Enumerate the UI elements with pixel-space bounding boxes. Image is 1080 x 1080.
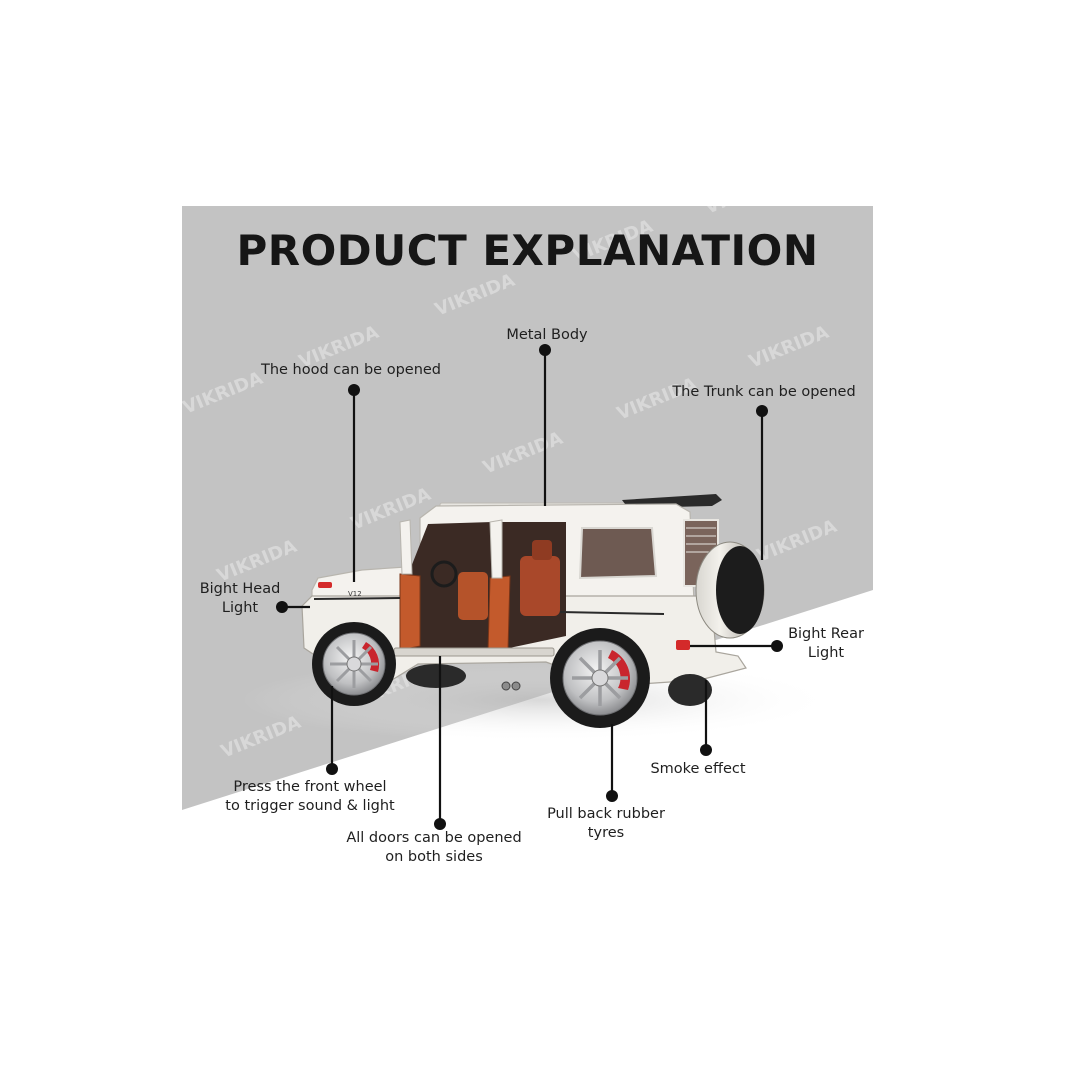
callout-hood: The hood can be opened (260, 362, 442, 378)
leader-trunk (756, 405, 768, 560)
model-badge: V12 (348, 590, 362, 598)
callout-rear-light: Bight Rear Light (788, 626, 864, 661)
far-front-wheel (406, 664, 466, 688)
head-light (318, 582, 332, 588)
side-step (393, 647, 555, 657)
exhaust-pipe (511, 681, 521, 691)
far-rear-wheel (668, 674, 712, 706)
page-title: PRODUCT EXPLANATION (236, 226, 819, 275)
exhaust-pipe (501, 681, 511, 691)
spare-tire-face (716, 546, 764, 634)
steering-wheel (430, 560, 458, 588)
rear-wheel (550, 628, 650, 728)
leader-doors (434, 656, 446, 830)
rear-door-panel (487, 575, 511, 653)
callout-smoke: Smoke effect (650, 761, 746, 777)
leader-front-wheel (326, 686, 338, 775)
callout-front-wheel: Press the front wheel to trigger sound &… (225, 779, 395, 814)
callout-tyres: Pull back rubber tyres (547, 806, 665, 841)
front-wheel (312, 622, 396, 706)
callout-doors: All doors can be opened on both sides (346, 830, 522, 865)
hood-stripe (313, 597, 401, 600)
rear-seat-headrest (532, 540, 552, 560)
leader-rear-light (690, 640, 783, 652)
front-door-top (399, 519, 413, 575)
leader-tyres (606, 724, 618, 802)
body-crease (559, 611, 665, 615)
rear-seat (520, 556, 560, 616)
front-door-panel (399, 573, 421, 651)
leader-smoke (700, 680, 712, 756)
leader-hood (348, 384, 360, 582)
callout-metal-body: Metal Body (506, 327, 588, 343)
rear-side-window (578, 527, 658, 580)
callout-head-light: Bight Head Light (199, 581, 281, 616)
leader-metal-body (539, 344, 551, 506)
rear-light (676, 640, 690, 650)
callout-leaders (276, 344, 783, 830)
toy-suv-illustration: V12 (301, 494, 765, 728)
rear-door-top (489, 519, 503, 579)
callout-trunk: The Trunk can be opened (672, 384, 856, 400)
driver-seat (458, 572, 488, 620)
leader-head-light (276, 601, 310, 613)
